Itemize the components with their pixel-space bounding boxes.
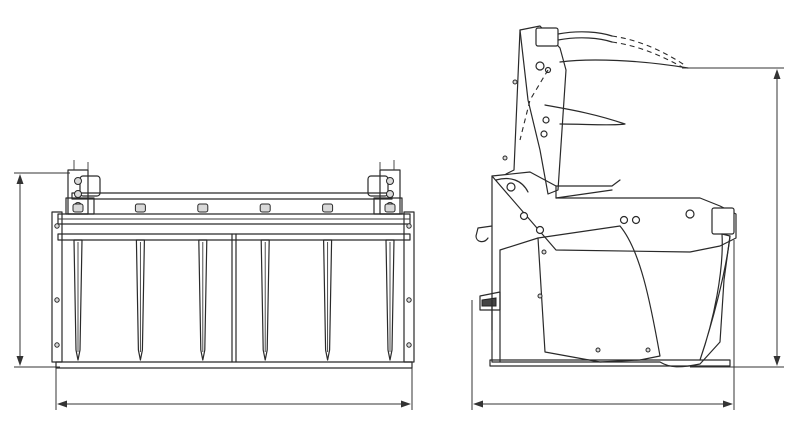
side-depth-dimension [471,240,735,410]
front-tine-clamps [72,203,396,213]
tine [135,239,145,361]
tine [385,239,395,361]
front-right-side-plate [403,211,415,363]
tine-clamp [197,203,209,213]
front-view [14,160,415,410]
front-tines [73,239,395,361]
tine [198,239,208,361]
side-upper-grab-arm [502,25,689,195]
tine [73,239,83,361]
tine-clamp [259,203,271,213]
front-base-plate [55,361,413,369]
front-lower-beam [57,233,411,241]
front-upper-rail [71,192,393,200]
front-left-side-plate [51,211,63,363]
tine-clamp [72,203,84,213]
front-height-dimension [14,172,70,368]
side-view [471,25,784,410]
tine-clamp [384,203,396,213]
tine [323,239,333,361]
side-tine [699,233,731,361]
front-side-bolts [54,223,412,348]
tine [260,239,270,361]
side-bucket [491,225,731,368]
side-hydraulic-cylinder [519,27,687,141]
side-coupling-hook [475,225,501,311]
side-base-plate [489,359,731,367]
front-width-dimension [55,366,413,410]
tine-clamp [134,203,146,213]
side-height-dimension [682,67,784,368]
side-main-frame [491,171,737,331]
tine-clamp [322,203,334,213]
